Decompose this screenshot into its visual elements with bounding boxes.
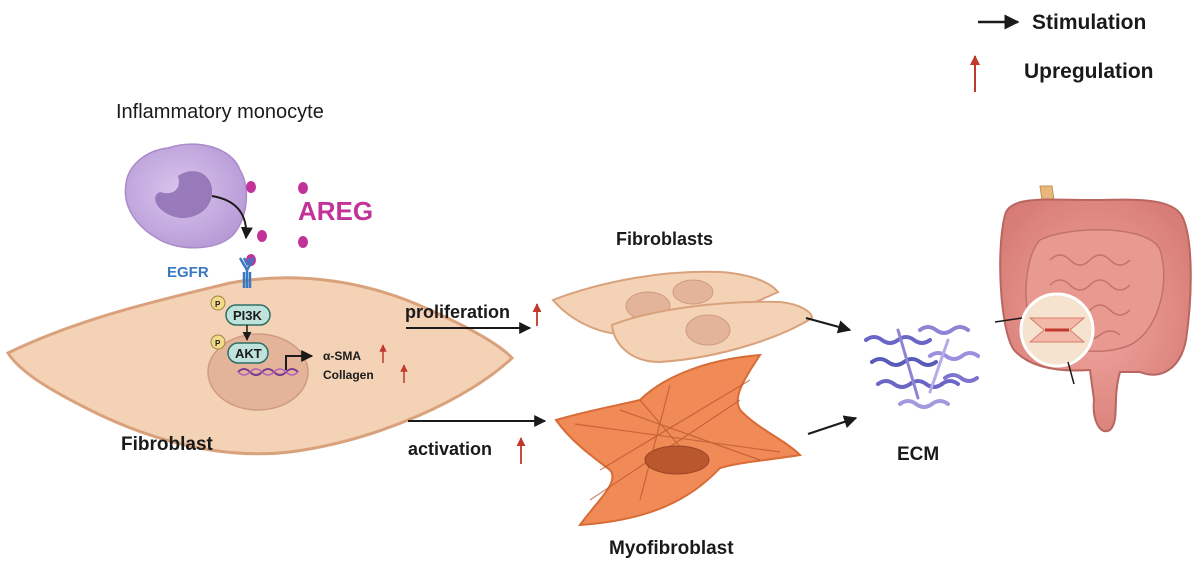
areg-ligand-dots — [246, 181, 308, 266]
dna-icon — [237, 368, 299, 376]
areg-label: AREG — [298, 196, 373, 226]
fibroblast-label: Fibroblast — [121, 434, 214, 455]
legend-stimulation-label: Stimulation — [1032, 11, 1146, 34]
intestine-icon — [994, 185, 1192, 433]
areg-secretion-arrow — [211, 195, 253, 240]
activation-label: activation — [408, 439, 492, 459]
transcription-arrow — [285, 350, 314, 370]
myofibroblast-cell-icon — [554, 353, 803, 527]
dna-strand — [237, 368, 299, 376]
egfr-label: EGFR — [167, 264, 209, 281]
proliferation-label: proliferation — [405, 302, 510, 322]
ecm-fibers-icon — [864, 325, 980, 409]
pi3k-node — [225, 304, 271, 326]
asma-label: α-SMA — [323, 349, 361, 363]
myofibroblast-label: Myofibroblast — [609, 538, 734, 559]
egfr-receptor-icon — [238, 257, 256, 288]
monocyte-cell-icon — [124, 143, 248, 249]
pi3k-label: PI3K — [233, 308, 263, 323]
legend: Stimulation Upregulation — [970, 11, 1154, 92]
pi3k-phospho-label: P — [215, 300, 221, 309]
fibroblasts-cells-icon — [551, 270, 814, 364]
monocyte-label: Inflammatory monocyte — [116, 101, 324, 123]
phospho-icon — [210, 334, 226, 350]
collagen-label: Collagen — [323, 368, 374, 382]
ecm-label: ECM — [897, 444, 939, 465]
akt-node — [227, 342, 269, 364]
myofibroblast-to-ecm-arrow — [807, 415, 858, 436]
legend-upregulation-label: Upregulation — [1024, 60, 1154, 83]
akt-label: AKT — [235, 346, 262, 361]
akt-phospho-label: P — [215, 339, 221, 348]
phospho-icon — [210, 295, 226, 311]
fibroblasts-label: Fibroblasts — [616, 229, 713, 249]
fibroblasts-to-ecm-arrow — [805, 316, 852, 334]
